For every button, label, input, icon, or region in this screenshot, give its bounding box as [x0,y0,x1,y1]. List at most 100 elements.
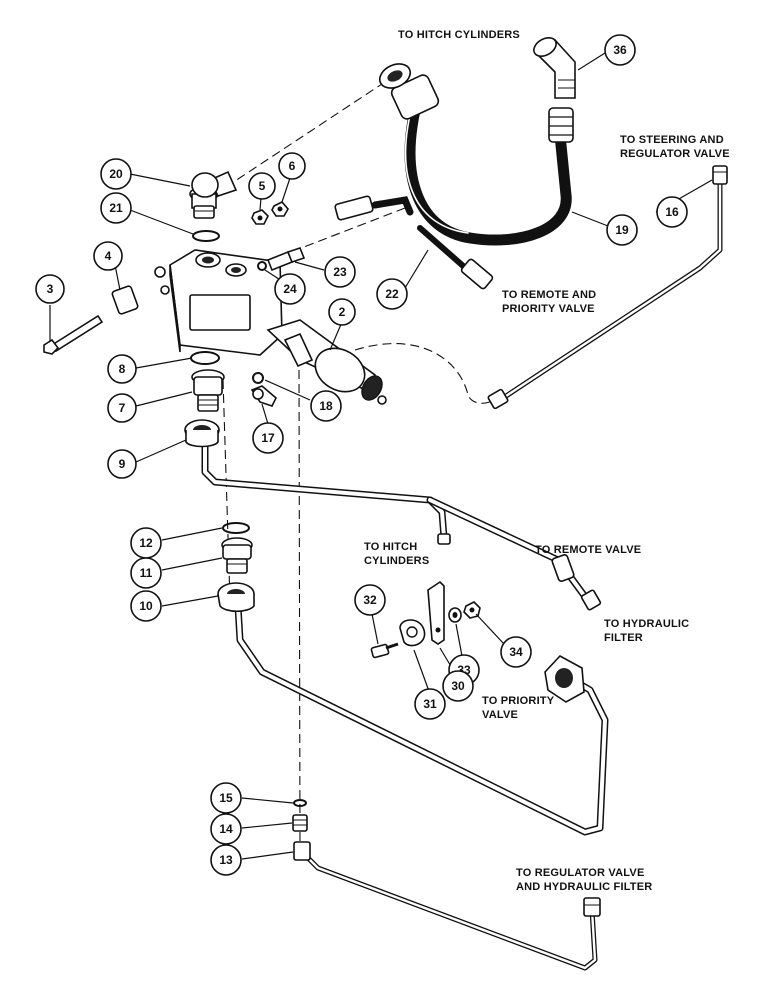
spacer-4 [111,285,139,315]
svg-text:12: 12 [139,536,153,550]
callout-22: 22 [376,278,408,310]
callout-3: 3 [35,274,65,304]
destination-labels: TO HITCH CYLINDERS TO STEERING AND REGUL… [364,29,730,893]
label-to-hydraulic-filter-line1: TO HYDRAULIC [604,618,689,630]
valve-body-assembly [154,249,387,405]
elbow-fitting-36 [533,37,576,99]
clamp-31 [399,619,426,647]
svg-text:24: 24 [283,282,297,296]
label-to-remote-priority-line2: PRIORITY VALVE [502,303,595,315]
callout-11: 11 [130,557,162,589]
svg-text:6: 6 [289,159,296,173]
label-to-priority-valve-line1: TO PRIORITY [482,695,555,707]
fitting-11 [221,537,253,574]
svg-text:10: 10 [139,599,153,613]
svg-text:15: 15 [219,791,233,805]
label-to-hydraulic-filter-line2: FILTER [604,632,643,644]
callout-8: 8 [107,354,137,384]
svg-text:20: 20 [109,167,123,181]
svg-text:5: 5 [259,179,266,193]
svg-text:7: 7 [119,401,126,415]
callout-24: 24 [274,273,306,305]
svg-text:23: 23 [333,265,347,279]
steering-tube-16 [487,165,728,410]
oring-24 [257,261,267,271]
fitting-23 [266,247,306,272]
oring-12 [222,522,250,534]
elbow-fitting-20 [189,170,238,219]
label-to-hitch-line2: CYLINDERS [364,555,429,567]
callout-7: 7 [107,393,137,423]
callout-13: 13 [210,844,242,876]
callout-21: 21 [100,192,132,224]
label-to-steering-line1: TO STEERING AND [620,134,724,146]
tube-9-to-remote-valve [184,419,602,611]
svg-text:2: 2 [339,305,346,319]
callout-31: 31 [414,688,446,720]
callout-34: 34 [500,636,532,668]
svg-text:30: 30 [451,679,465,693]
svg-text:19: 19 [615,223,629,237]
svg-text:11: 11 [140,566,153,580]
label-to-steering-line2: REGULATOR VALVE [620,148,730,160]
callout-14: 14 [210,813,242,845]
label-to-priority-valve-line2: VALVE [482,709,518,721]
svg-text:21: 21 [109,201,123,215]
label-to-remote-valve: TO REMOTE VALVE [535,544,641,556]
label-to-regulator-line1: TO REGULATOR VALVE [516,867,644,879]
svg-text:32: 32 [363,593,377,607]
svg-text:34: 34 [509,645,523,659]
fitting-7 [191,369,225,412]
svg-text:18: 18 [319,399,333,413]
nut-5 [251,209,269,225]
bracket-30 [427,580,445,645]
hitch-hose-19 [378,63,574,246]
callout-23: 23 [324,256,356,288]
svg-text:36: 36 [613,43,627,57]
callout-18: 18 [310,390,342,422]
svg-text:14: 14 [219,822,233,836]
callout-30: 30 [442,670,474,702]
callout-bubbles: 36 20 6 5 21 16 19 4 23 24 22 3 2 8 7 18… [35,34,688,876]
svg-text:13: 13 [219,853,233,867]
callout-9: 9 [107,449,137,479]
svg-text:3: 3 [47,282,54,296]
callout-4: 4 [93,241,123,271]
oring-21 [192,230,220,242]
callout-15: 15 [210,782,242,814]
bolt-3 [43,314,104,355]
screw-32 [370,642,399,659]
remote-hose-22 [417,225,494,290]
oring-8 [190,351,220,365]
svg-text:8: 8 [119,362,126,376]
svg-text:9: 9 [119,457,126,471]
callout-19: 19 [606,214,638,246]
tube-13-to-regulator [293,841,601,971]
leader-lines [49,52,713,860]
callout-12: 12 [130,527,162,559]
callout-10: 10 [130,590,162,622]
label-to-hitch-line1: TO HITCH [364,541,417,553]
callout-36: 36 [604,34,636,66]
svg-text:31: 31 [423,697,437,711]
oring-15 [293,799,307,807]
callout-20: 20 [100,158,132,190]
label-to-regulator-line2: AND HYDRAULIC FILTER [516,881,652,893]
elbow-fitting-17 [250,385,277,407]
nut-6 [271,201,289,217]
callout-2: 2 [328,298,356,326]
svg-text:17: 17 [261,431,275,445]
label-to-remote-priority-line1: TO REMOTE AND [502,289,596,301]
oring-18 [252,372,264,384]
washer-33 [448,607,462,623]
tube-10-to-priority-valve [217,582,609,836]
label-to-hitch-cylinders-top: TO HITCH CYLINDERS [398,29,520,41]
callout-5: 5 [248,172,276,200]
callout-17: 17 [252,422,284,454]
short-hose-fitting [334,195,414,221]
svg-text:22: 22 [385,287,399,301]
fitting-14 [292,814,308,832]
callout-32: 32 [354,584,386,616]
